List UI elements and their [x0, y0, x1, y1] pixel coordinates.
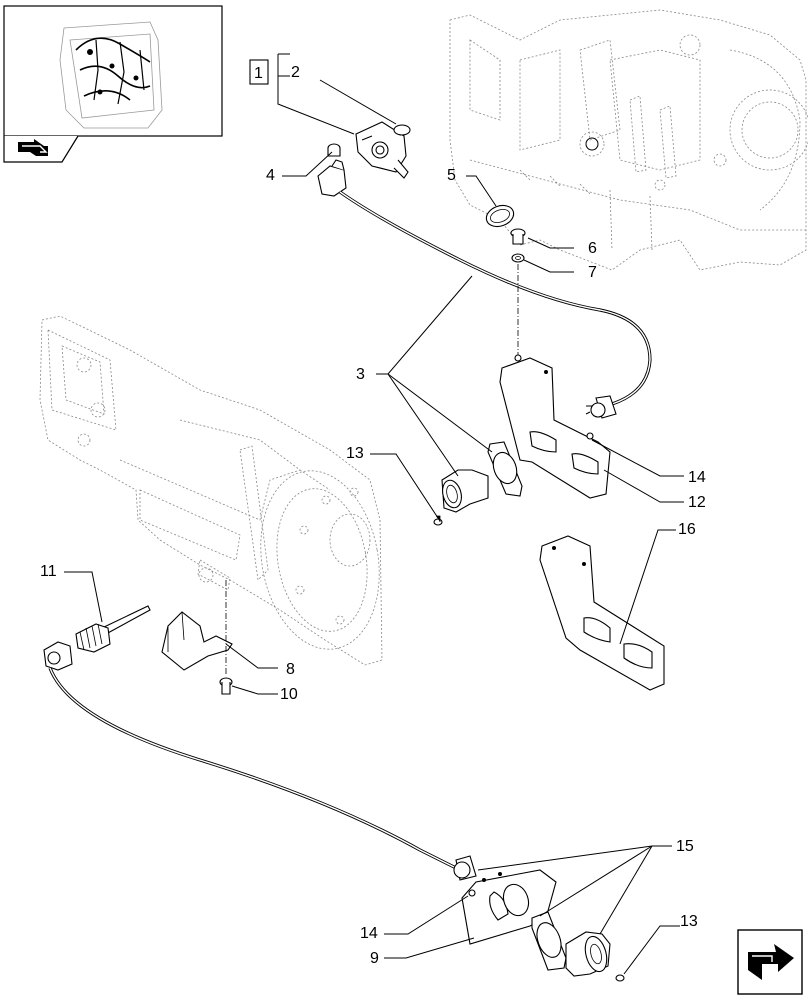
temperature-probe-item-11[interactable]: [75, 605, 151, 653]
callout-2: 2: [291, 64, 300, 81]
callout-13-lower: 13: [680, 913, 698, 930]
screw-item-14-upper[interactable]: [586, 432, 594, 440]
bracket-item-16[interactable]: [539, 535, 665, 691]
circlip-item-5[interactable]: [483, 202, 516, 230]
leader-lines: [64, 53, 684, 975]
gasket-lower[interactable]: [531, 911, 567, 971]
sensor-flange-item-2[interactable]: [355, 121, 409, 179]
screw-item-13-lower[interactable]: [615, 974, 625, 982]
gasket-upper[interactable]: [487, 441, 523, 497]
back-arrow-icon[interactable]: [18, 139, 48, 156]
bolt-item-10[interactable]: [219, 677, 233, 695]
cable-connector-lower[interactable]: [453, 855, 477, 881]
sensor-plug-item-4[interactable]: [317, 159, 347, 197]
sensor-body-upper[interactable]: [440, 469, 489, 513]
bracket-item-8[interactable]: [161, 611, 233, 671]
callout-16: 16: [678, 521, 696, 538]
washer-item-7[interactable]: [511, 253, 525, 263]
sensor-body-lower[interactable]: [565, 931, 611, 977]
sensor-cable-upper: [339, 190, 652, 406]
page-turn-arrow-icon[interactable]: [737, 929, 803, 995]
thumbnail-frame[interactable]: [3, 5, 223, 163]
callout-7: 7: [588, 264, 597, 281]
callout-box-item-1: [249, 59, 269, 85]
callout-5: 5: [447, 167, 456, 184]
callout-4: 4: [266, 167, 275, 184]
callout-3: 3: [356, 366, 365, 383]
screw-item-13-upper[interactable]: [433, 515, 443, 526]
bracket-item-12[interactable]: [499, 354, 611, 499]
callout-14-upper: 14: [688, 469, 706, 486]
o-ring-item-2[interactable]: [393, 124, 411, 136]
callout-9: 9: [370, 950, 379, 967]
callout-15: 15: [676, 838, 694, 855]
cable-connector-upper[interactable]: [585, 395, 617, 419]
bolt-item-4[interactable]: [327, 143, 341, 157]
transmission-housing-outline: [39, 315, 383, 666]
callout-8: 8: [286, 661, 295, 678]
callout-14-lower: 14: [360, 925, 378, 942]
tractor-thumbnail-icon: [59, 21, 163, 129]
callout-13-upper: 13: [346, 445, 364, 462]
callout-12: 12: [688, 494, 706, 511]
engine-block-outline: [449, 9, 808, 271]
callout-10: 10: [280, 686, 298, 703]
callout-6: 6: [588, 240, 597, 257]
screw-item-6[interactable]: [510, 228, 526, 245]
bracket-item-9[interactable]: [461, 869, 557, 945]
callout-1: 1: [254, 65, 263, 82]
callout-labels: 1 2 4 5 6 7 3 13 14 12 16 11 8 10 15 14 …: [40, 64, 706, 967]
sensor-cable-lower: [48, 667, 457, 870]
screw-item-14-lower[interactable]: [468, 889, 476, 897]
callout-11: 11: [40, 563, 57, 580]
sensor-plug-lower[interactable]: [43, 641, 73, 671]
